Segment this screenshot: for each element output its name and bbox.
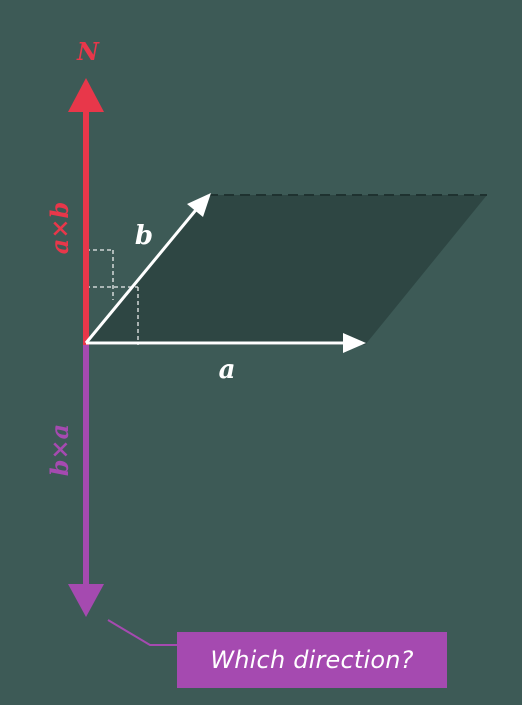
parallelogram [86,195,487,345]
normal-label: N [76,37,100,66]
callout-leader [107,619,177,646]
b-cross-a-arrowhead [68,584,104,617]
callout-text: Which direction? [210,646,414,674]
a-cross-b-label: a×b [45,202,74,254]
b-cross-a-label: b×a [45,424,74,476]
vector-b-arrowhead [187,193,211,217]
vector-b-shaft [84,204,202,344]
vector-b-label: b [135,221,153,251]
callout-box: Which direction? [177,632,447,688]
a-cross-b-arrowhead [68,78,104,112]
vector-a-label: a [219,355,236,385]
construction-lines [86,249,139,345]
vector-a-arrowhead [343,333,366,353]
